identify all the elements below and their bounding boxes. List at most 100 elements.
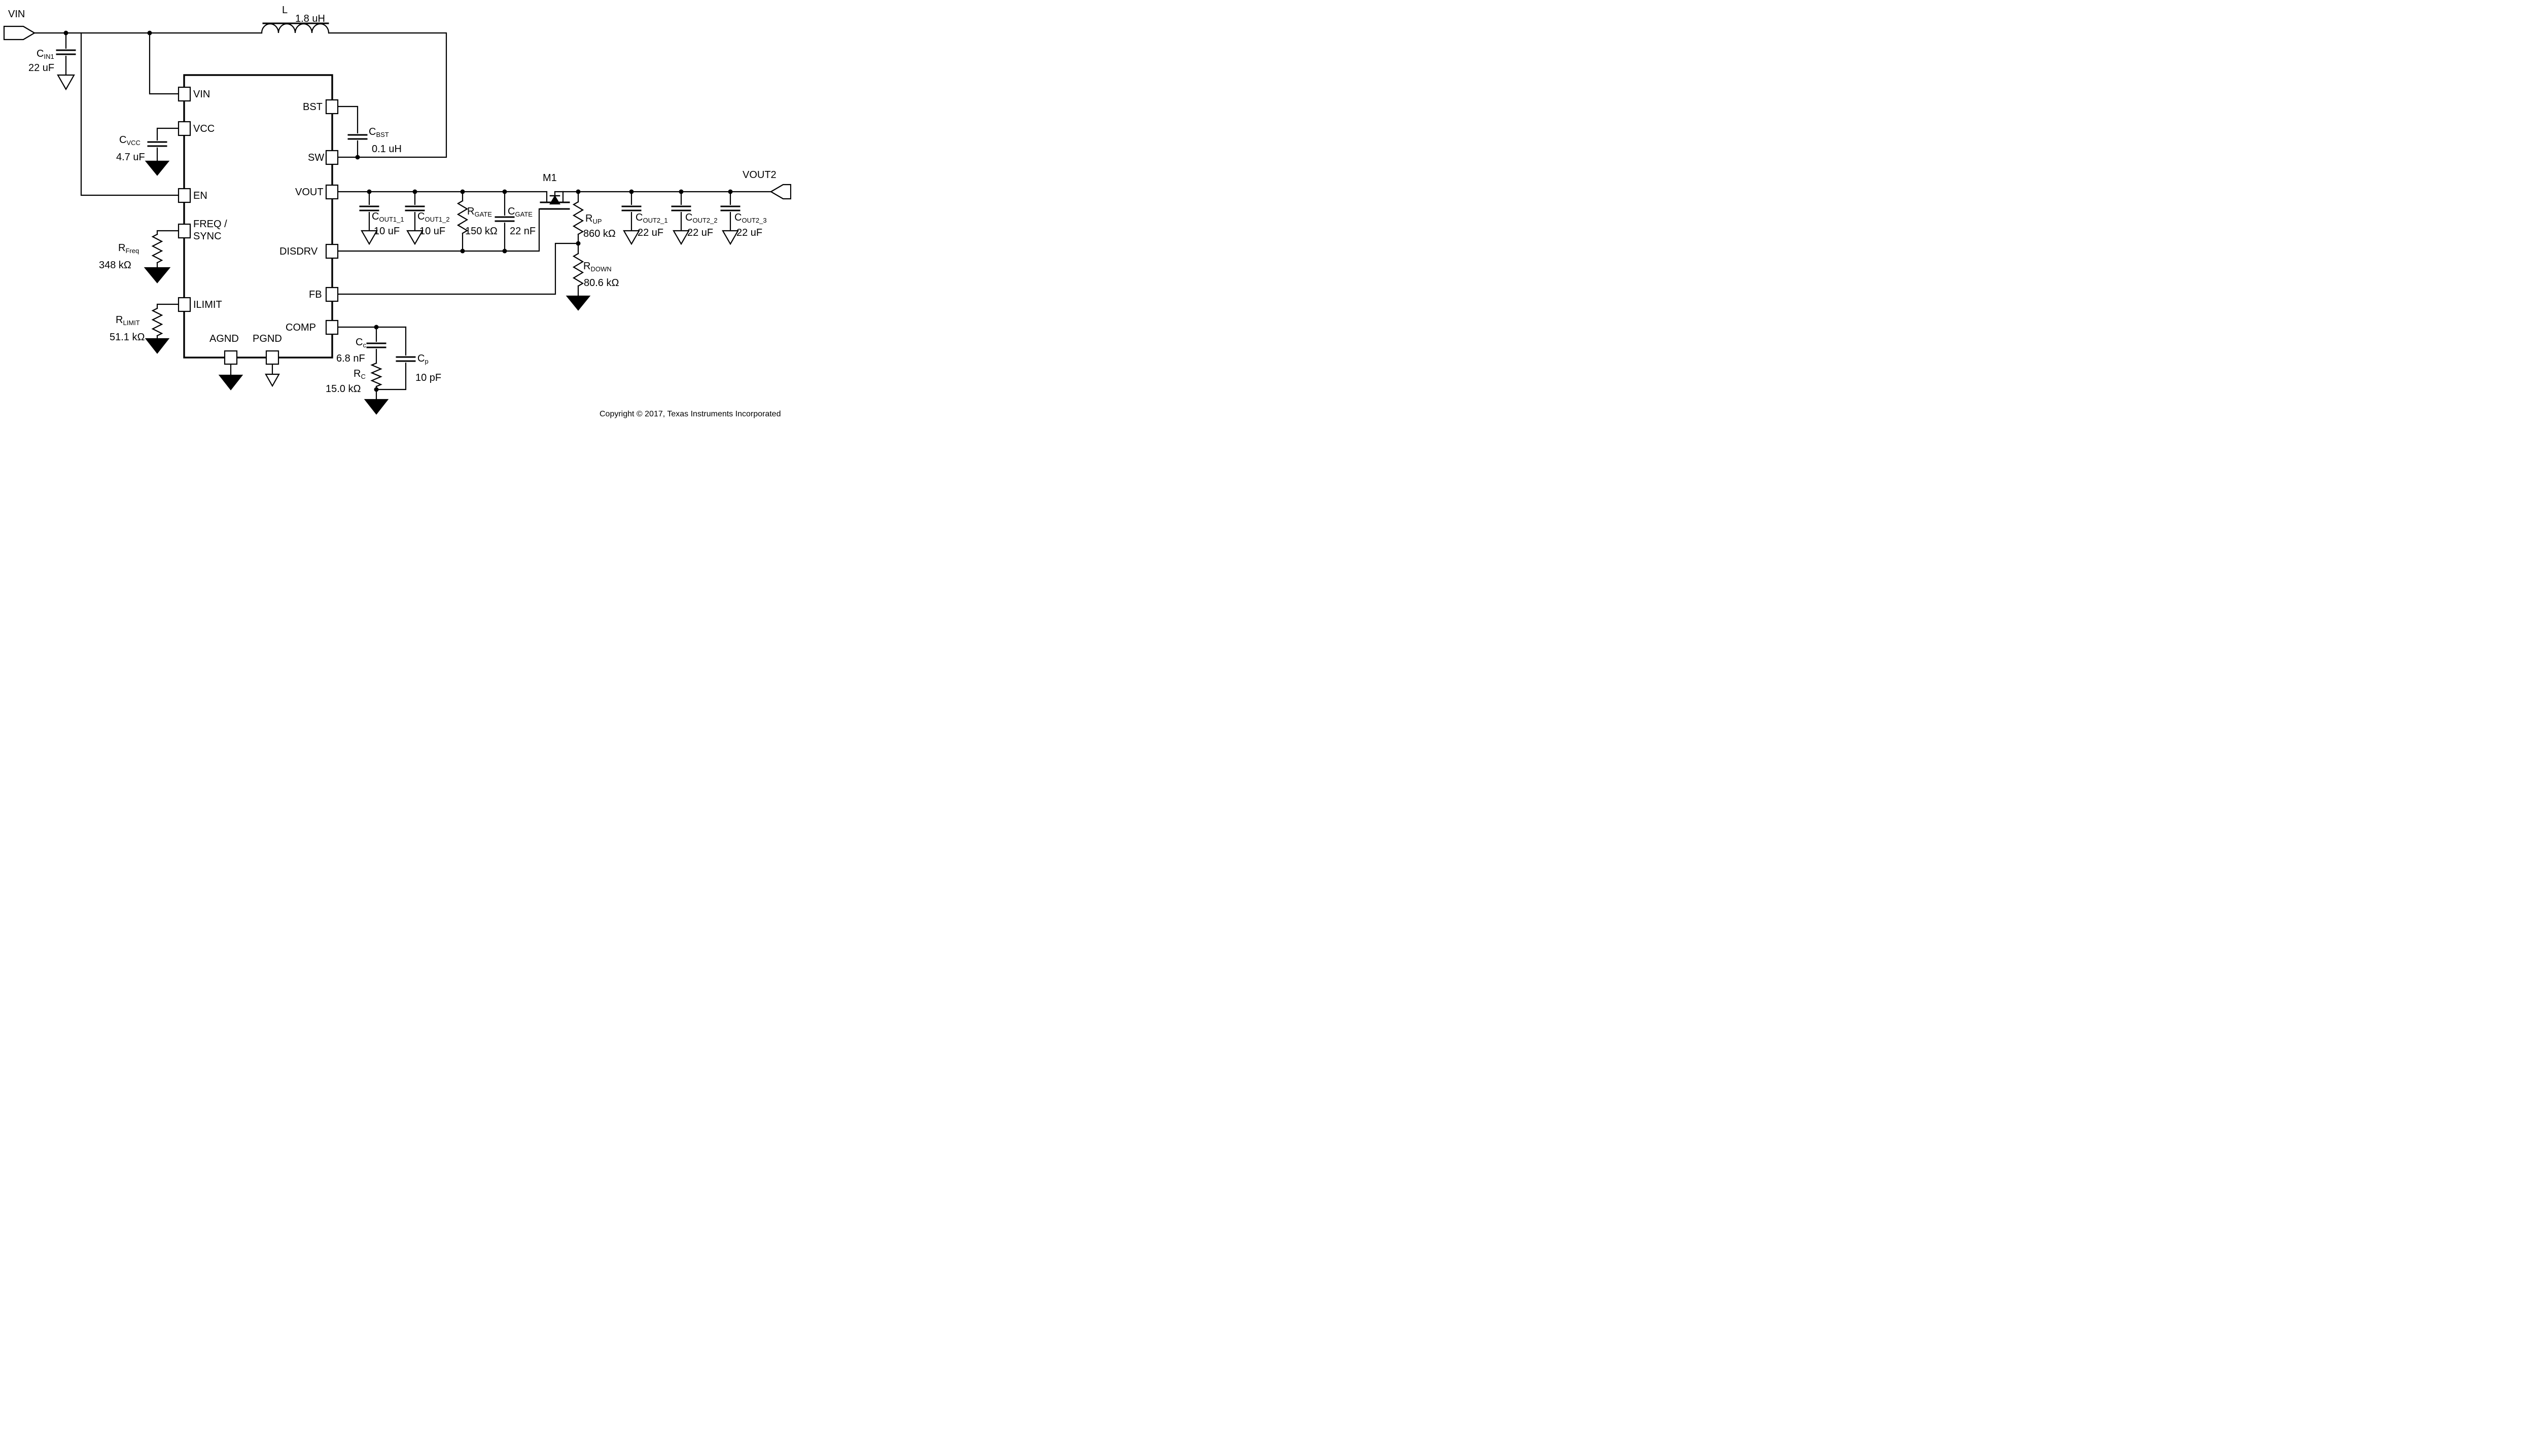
rlimit-value: 51.1 kΩ bbox=[110, 332, 145, 343]
rfreq-value: 348 kΩ bbox=[99, 260, 131, 271]
junction-dot bbox=[679, 189, 684, 194]
ic-pin-en bbox=[178, 188, 191, 203]
junction-dot bbox=[374, 387, 379, 392]
ic-pin-comp bbox=[325, 319, 339, 335]
rdown-name: RDOWN bbox=[583, 261, 612, 273]
junction-dot bbox=[502, 248, 507, 254]
ground-solid-rdown bbox=[566, 295, 591, 311]
rup-name: RUP bbox=[585, 213, 602, 225]
cout1-1-value: 10 uF bbox=[374, 226, 400, 237]
junction-dot bbox=[502, 189, 507, 194]
wire-cp-bottom bbox=[375, 362, 407, 390]
ic-pin-ilimit bbox=[178, 297, 191, 312]
junction-dot bbox=[355, 155, 360, 160]
wire-cvcc bbox=[156, 127, 180, 141]
junction-dot bbox=[728, 189, 733, 194]
cout2-1-value: 22 uF bbox=[638, 227, 664, 238]
schematic-page: VIN L 1.8 uH CIN1 22 uF VIN VCC EN FREQ … bbox=[0, 0, 791, 422]
copyright-notice: Copyright © 2017, Texas Instruments Inco… bbox=[600, 410, 781, 418]
ic-pin-bst bbox=[325, 99, 339, 115]
cvcc-name: CVCC bbox=[119, 134, 140, 147]
pin-label-vout: VOUT bbox=[295, 187, 324, 198]
pin-label-ilimit: ILIMIT bbox=[193, 299, 222, 310]
ic-pin-fb bbox=[325, 287, 339, 302]
ic-pin-vin bbox=[178, 86, 191, 102]
pin-label-vin: VIN bbox=[193, 89, 210, 100]
cc-capacitor bbox=[366, 342, 386, 348]
junction-dot bbox=[367, 189, 372, 194]
inductor-value: 1.8 uH bbox=[295, 13, 325, 24]
cout1-1-capacitor bbox=[359, 205, 379, 211]
ic-pin-sw bbox=[325, 150, 339, 165]
pin-label-freq: FREQ / bbox=[193, 219, 227, 230]
ground-open-cout11 bbox=[361, 230, 378, 245]
rdown-value: 80.6 kΩ bbox=[584, 277, 619, 289]
resistor-rlimit bbox=[151, 307, 163, 337]
cc-name: Cc bbox=[356, 337, 366, 349]
wire-en-feed bbox=[80, 32, 180, 196]
junction-dot bbox=[629, 189, 634, 194]
ground-open-cout23 bbox=[722, 230, 739, 245]
ground-open-cout12 bbox=[406, 230, 424, 245]
junction-dot bbox=[576, 189, 581, 194]
cgate-capacitor bbox=[495, 216, 515, 222]
pin-label-disdrv: DISDRV bbox=[279, 246, 318, 257]
rlimit-name: RLIMIT bbox=[116, 314, 140, 327]
pin-label-sync: SYNC bbox=[193, 231, 222, 242]
cbst-name: CBST bbox=[369, 126, 389, 138]
cout2-2-name: COUT2_2 bbox=[685, 212, 718, 224]
resistor-rfreq bbox=[151, 233, 163, 264]
junction-dot bbox=[147, 30, 152, 35]
ground-solid-cvcc bbox=[145, 160, 170, 176]
ground-solid-comp bbox=[364, 399, 389, 415]
cbst-value: 0.1 uH bbox=[372, 144, 402, 155]
cout2-2-value: 22 uF bbox=[687, 227, 714, 238]
junction-dot bbox=[63, 30, 68, 35]
m1-body-diode bbox=[549, 191, 560, 205]
vout2-terminal-flag bbox=[769, 184, 791, 200]
cbst-capacitor bbox=[347, 134, 368, 140]
ground-solid-rfreq bbox=[144, 267, 171, 283]
junction-dot bbox=[460, 189, 465, 194]
cout2-3-capacitor bbox=[720, 205, 741, 211]
ic-pin-vcc bbox=[178, 121, 191, 136]
junction-dot bbox=[374, 325, 379, 330]
rgate-name: RGATE bbox=[467, 206, 492, 218]
pin-label-bst: BST bbox=[303, 101, 323, 113]
cvcc-value: 4.7 uF bbox=[116, 152, 145, 163]
cp-capacitor bbox=[396, 356, 416, 362]
cin1-name: CIN1 bbox=[37, 48, 54, 60]
cin1-capacitor bbox=[56, 49, 76, 55]
rup-value: 860 kΩ bbox=[583, 228, 616, 239]
pin-label-sw: SW bbox=[308, 152, 325, 163]
pin-label-comp: COMP bbox=[286, 322, 316, 333]
junction-dots bbox=[63, 30, 733, 392]
vin-terminal-label: VIN bbox=[8, 9, 25, 20]
rc-value: 15.0 kΩ bbox=[326, 383, 361, 395]
cc-value: 6.8 nF bbox=[336, 353, 365, 364]
resistor-rup bbox=[572, 201, 584, 235]
cout1-2-name: COUT1_2 bbox=[417, 211, 450, 223]
ground-open-cout22 bbox=[673, 230, 690, 245]
cvcc-capacitor bbox=[147, 141, 167, 147]
ground-open-pgnd bbox=[265, 373, 280, 387]
pin-label-fb: FB bbox=[309, 289, 322, 300]
ground-solid-agnd bbox=[218, 374, 243, 390]
junction-dot bbox=[576, 241, 581, 246]
vin-terminal-flag bbox=[3, 25, 36, 41]
wire-vin-pin bbox=[149, 32, 180, 95]
resistor-rdown bbox=[572, 253, 584, 287]
pin-label-vcc: VCC bbox=[193, 123, 215, 134]
m1-label: M1 bbox=[543, 172, 557, 184]
inductor-l bbox=[261, 22, 330, 34]
schematic-graphics bbox=[3, 22, 791, 415]
rc-name: RC bbox=[354, 368, 366, 380]
ic-pin-pgnd bbox=[265, 350, 279, 365]
ground-solid-rlimit bbox=[145, 338, 170, 354]
cgate-value: 22 nF bbox=[510, 226, 536, 237]
mosfet-m1 bbox=[540, 191, 570, 210]
wire-rfreq bbox=[156, 230, 180, 235]
cout2-3-name: COUT2_3 bbox=[734, 212, 767, 224]
cout2-1-capacitor bbox=[621, 205, 642, 211]
vout2-terminal-label: VOUT2 bbox=[743, 169, 777, 181]
